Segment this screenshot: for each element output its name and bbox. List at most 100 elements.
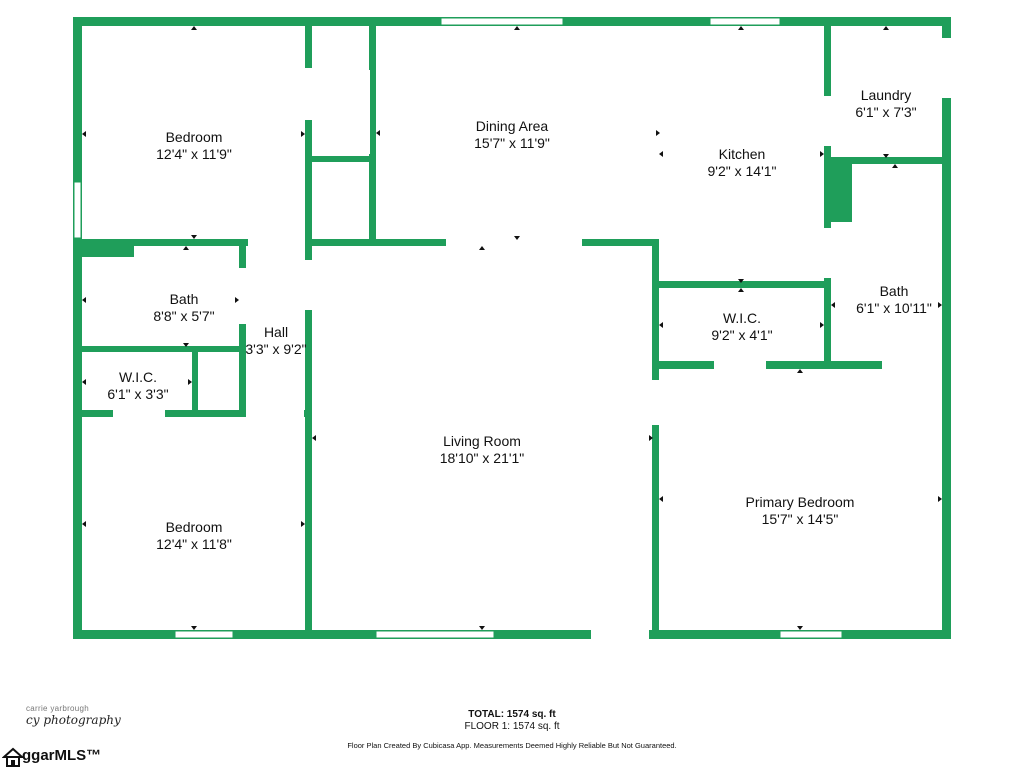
window-bottom-primary: [779, 630, 843, 639]
opening-hall-bottom: [246, 408, 304, 418]
tick-mark: [656, 130, 660, 136]
room-dimensions: 6'1" x 10'11": [856, 300, 932, 316]
openings: [113, 38, 953, 640]
room-dimensions: 8'8" x 5'7": [153, 308, 215, 324]
disclaimer: Floor Plan Created By Cubicasa App. Meas…: [347, 741, 677, 750]
room-dimensions: 3'3" x 9'2": [245, 341, 307, 357]
opening-bath-left: [238, 268, 247, 324]
opening-front-door: [591, 628, 649, 640]
opening-hall-top: [248, 238, 305, 247]
tick-mark: [738, 26, 744, 30]
window-top-kitchen: [709, 17, 781, 26]
room-dimensions: 12'4" x 11'8": [156, 536, 232, 552]
wall-bedroom-top: [82, 410, 310, 417]
wall-primary-top: [652, 361, 944, 369]
total-area: TOTAL: 1574 sq. ft: [468, 709, 556, 720]
tick-mark: [82, 131, 86, 137]
room-name: Primary Bedroom: [745, 494, 855, 510]
room-dimensions: 15'7" x 14'5": [761, 511, 839, 527]
outer-wall-bottom: [73, 630, 951, 639]
room-dimensions: 6'1" x 3'3": [107, 386, 169, 402]
opening-kitchen-laundry: [823, 96, 832, 146]
tick-mark: [376, 130, 380, 136]
window-bottom-living: [375, 630, 495, 639]
tick-mark: [514, 236, 520, 240]
wall-laundry-bottom: [828, 157, 942, 164]
tick-mark: [738, 279, 744, 283]
room-dimensions: 9'2" x 4'1": [711, 327, 773, 343]
tick-mark: [188, 379, 192, 385]
wall-block-left: [82, 246, 134, 257]
wall-upper-horizontal: [78, 239, 658, 246]
room-name: Hall: [263, 324, 289, 340]
wall-closet-right: [369, 26, 376, 241]
wall-hall-left: [239, 246, 246, 410]
tick-mark: [312, 435, 316, 441]
tick-mark: [82, 521, 86, 527]
mls-logo: ggarMLS™: [1, 738, 102, 768]
tick-mark: [820, 322, 824, 328]
opening-bath-right-door: [823, 228, 832, 278]
room-dimensions: 18'10" x 21'1": [439, 450, 525, 466]
tick-mark: [883, 154, 889, 158]
tick-mark: [738, 288, 744, 292]
tick-mark: [301, 521, 305, 527]
outer-wall-left: [73, 17, 82, 639]
room-name: Laundry: [860, 87, 912, 103]
room-name: Kitchen: [718, 146, 766, 162]
room-name: Bedroom: [165, 519, 223, 535]
room-name: Dining Area: [475, 118, 549, 134]
room-dimensions: 15'7" x 11'9": [474, 135, 550, 151]
tick-mark: [191, 626, 197, 630]
windows: [73, 17, 843, 639]
tick-mark: [649, 435, 653, 441]
tick-mark: [191, 26, 197, 30]
wall-column: [828, 162, 852, 222]
tick-mark: [191, 235, 197, 239]
house-icon: [1, 746, 25, 768]
floor-area: FLOOR 1: 1574 sq. ft: [464, 721, 560, 732]
wall-kitchen-right: [824, 26, 831, 366]
wall-vertical-left: [305, 26, 312, 636]
wall-wic-right: [192, 352, 198, 410]
dimension-ticks: [82, 26, 942, 630]
area-totals: TOTAL: 1574 sq. ft FLOOR 1: 1574 sq. ft: [464, 709, 559, 733]
room-dimensions: 12'4" x 11'9": [156, 146, 232, 162]
room-name: W.I.C.: [118, 369, 158, 385]
tick-mark: [514, 26, 520, 30]
wall-bath-bottom: [82, 346, 246, 352]
photographer-logo: carrie yarbrough cy photography: [26, 704, 121, 727]
opening-wic-door-right: [714, 359, 766, 370]
mls-logo-text: ggarMLS™: [22, 747, 102, 764]
tick-mark: [938, 302, 942, 308]
tick-mark: [938, 496, 942, 502]
tick-mark: [820, 151, 824, 157]
wall-wic-top: [652, 281, 830, 288]
tick-mark: [797, 369, 803, 373]
opening-primary: [651, 380, 661, 425]
opening-bedroom-top: [304, 68, 313, 120]
tick-mark: [892, 164, 898, 168]
tick-mark: [479, 246, 485, 250]
tick-mark: [659, 322, 663, 328]
window-left: [73, 181, 82, 239]
tick-mark: [301, 131, 305, 137]
tick-mark: [235, 297, 239, 303]
room-dimensions: 9'2" x 14'1": [707, 163, 777, 179]
tick-mark: [183, 246, 189, 250]
tick-mark: [183, 343, 189, 347]
room-dimensions: 6'1" x 7'3": [855, 104, 917, 120]
tick-mark: [797, 626, 803, 630]
window-top-dining: [440, 17, 564, 26]
opening-laundry: [941, 38, 953, 98]
tick-mark: [831, 302, 835, 308]
opening-closet-top: [312, 70, 370, 154]
opening-hall-living: [304, 260, 313, 310]
opening-wic-door: [113, 408, 165, 418]
room-name: Living Room: [443, 433, 521, 449]
outer-wall-right: [942, 17, 951, 639]
wall-closet-mid: [312, 156, 372, 162]
wall-living-right: [652, 239, 659, 636]
photographer-name: carrie yarbrough: [26, 704, 90, 713]
photography-brand: cy photography: [26, 713, 121, 727]
